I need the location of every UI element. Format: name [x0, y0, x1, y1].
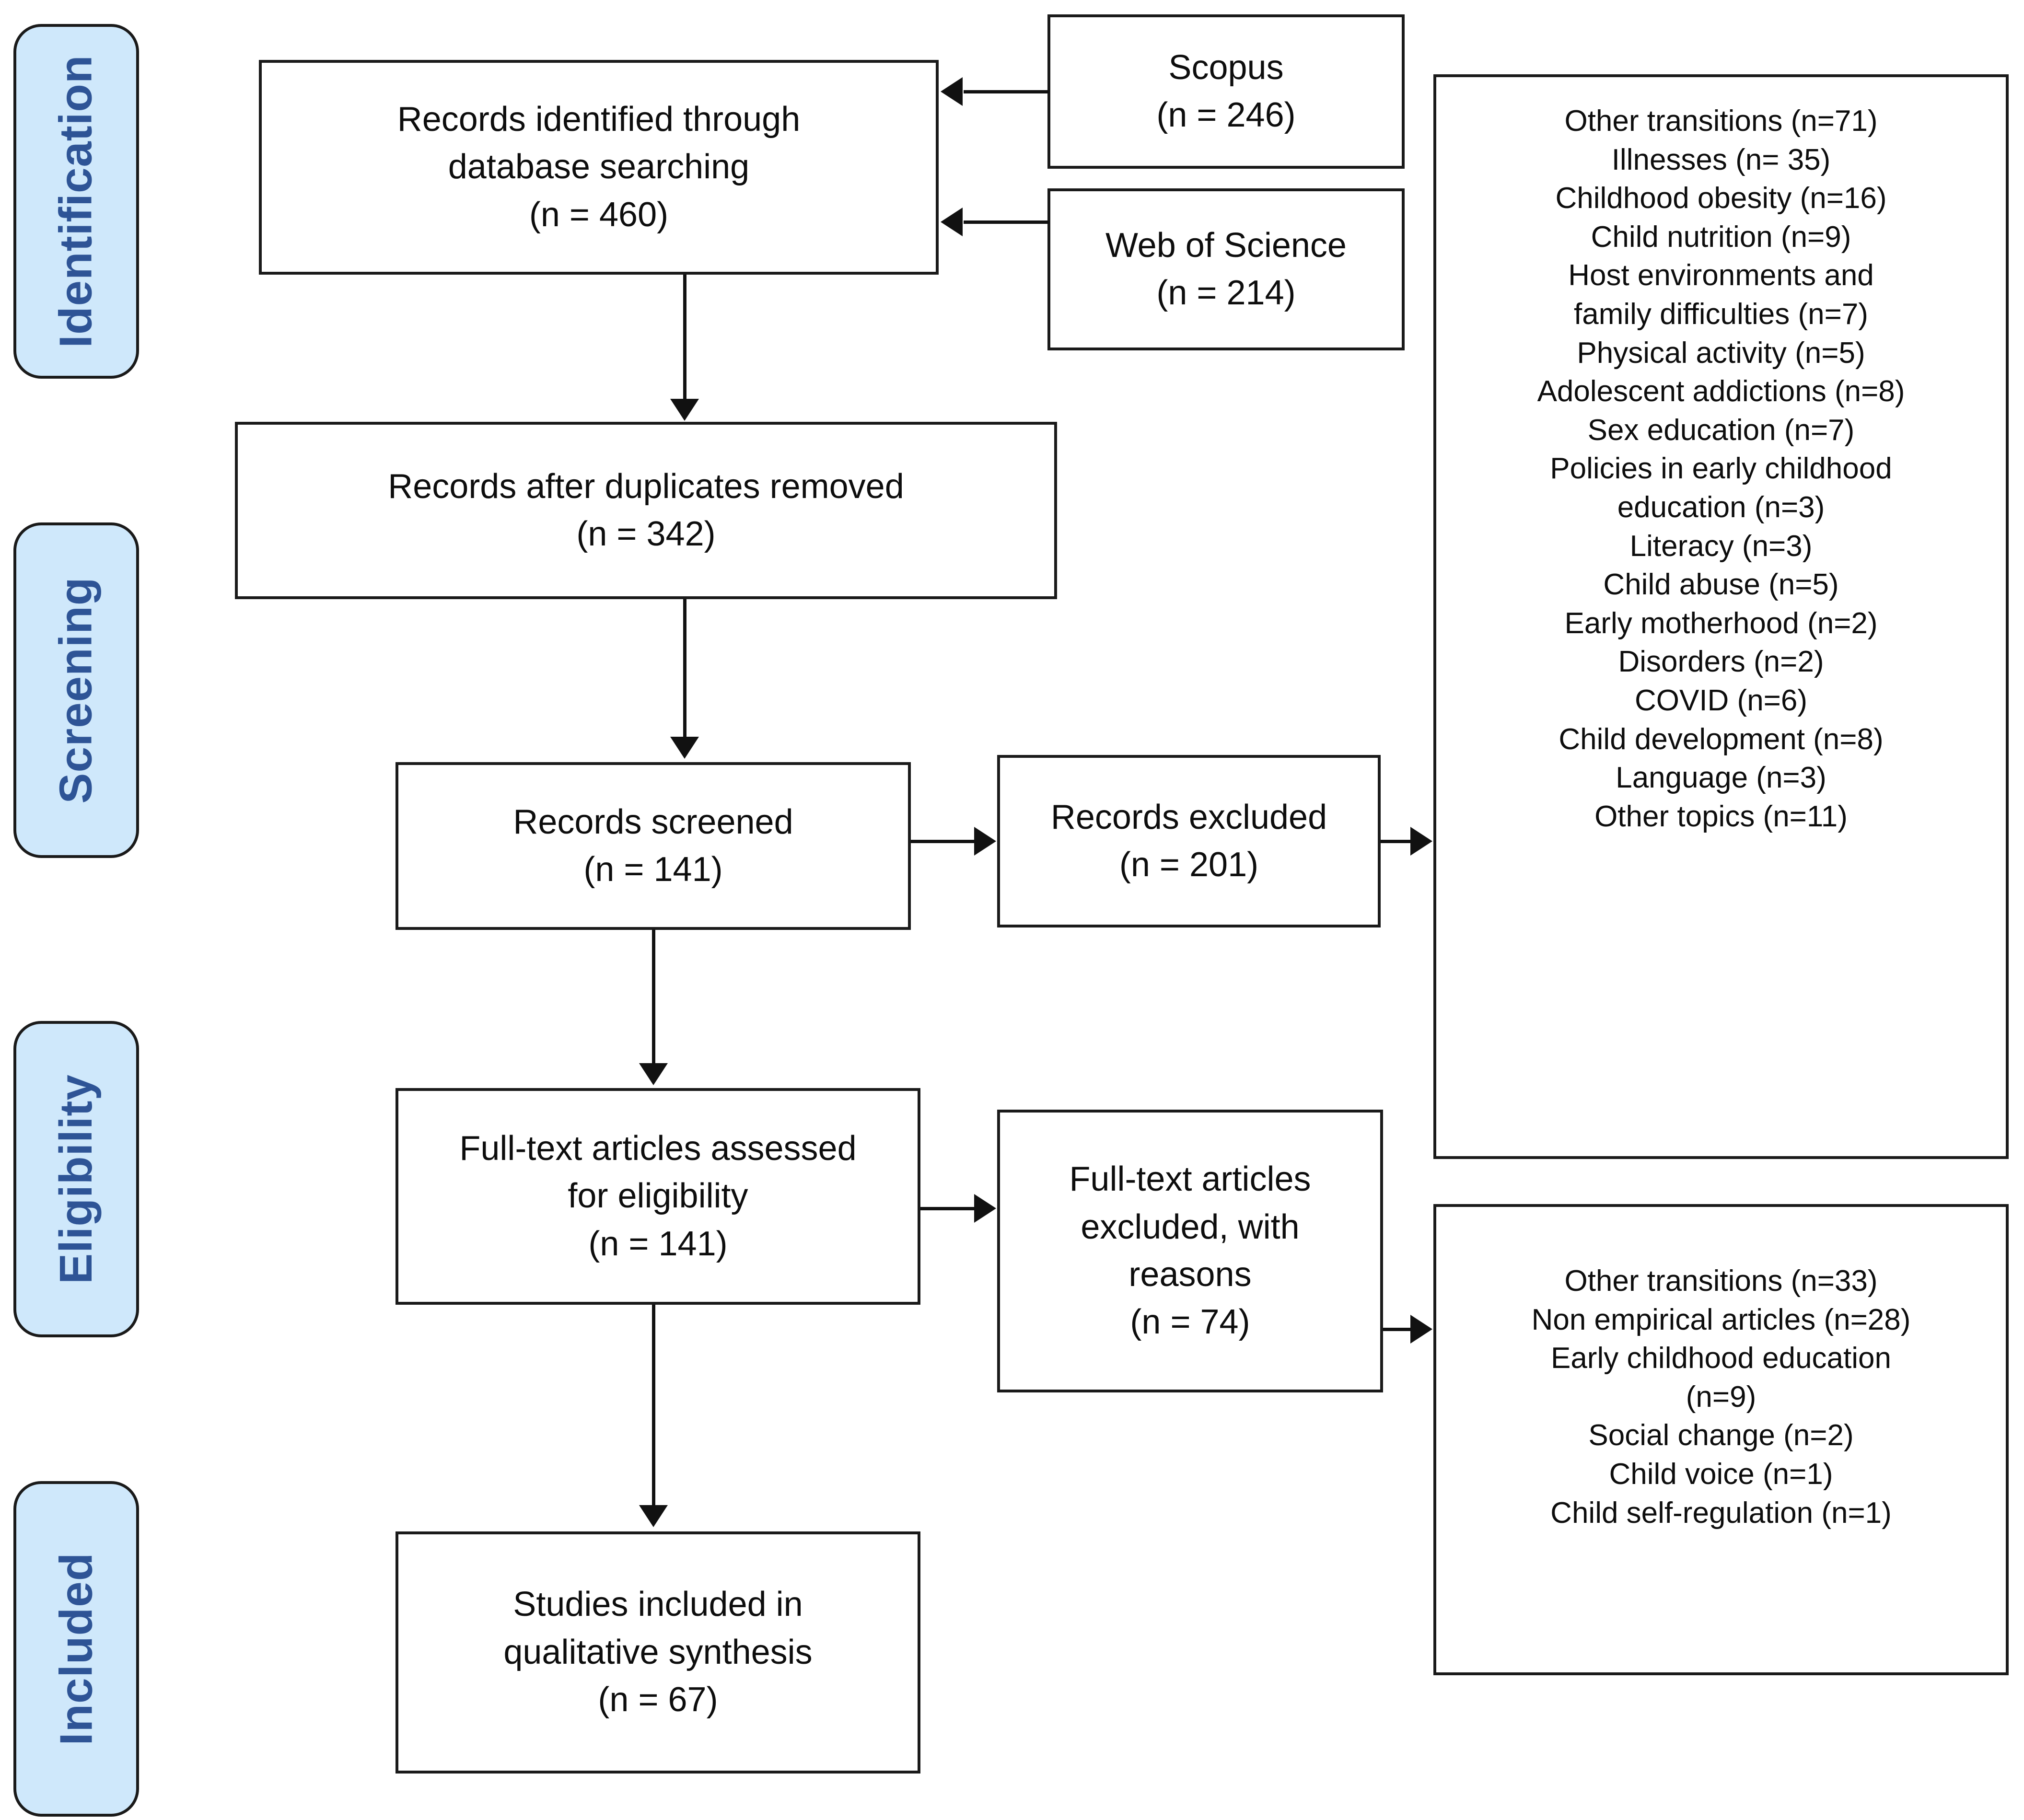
box-scopus-text: Scopus (n = 246): [1156, 48, 1296, 134]
box-fulltext-excluded: Full-text articles excluded, with reason…: [997, 1110, 1383, 1392]
arrowhead-screened-to-fulltext: [639, 1063, 668, 1085]
box-studies-included-text: Studies included in qualitative synthesi…: [503, 1585, 813, 1719]
stage-label-eligibility: Eligibility: [50, 1074, 102, 1284]
stage-pill-identification: Identification: [13, 24, 139, 379]
reason-item: Disorders (n=2): [1618, 645, 1824, 679]
arrowhead-identified-to-duplicates: [670, 399, 699, 421]
reason-item: Child abuse (n=5): [1603, 568, 1839, 602]
arrowhead-assessed-to-fulltext-excluded: [974, 1194, 996, 1223]
reason-item: Physical activity (n=5): [1577, 336, 1865, 370]
reason-item: Language (n=3): [1616, 761, 1826, 795]
box-fulltext-assessed-text: Full-text articles assessed for eligibil…: [459, 1129, 857, 1263]
reason-item: Social change (n=2): [1588, 1419, 1854, 1452]
connector-excluded-to-reasons: [1381, 840, 1411, 843]
connector-identified-to-duplicates: [683, 275, 686, 400]
reason-item: Literacy (n=3): [1629, 529, 1813, 563]
arrowhead-excluded-to-reasons: [1410, 827, 1432, 856]
box-studies-included: Studies included in qualitative synthesi…: [395, 1531, 920, 1774]
stage-label-screening: Screening: [50, 577, 102, 804]
box-screening-exclusion-reasons: Other transitions (n=71) Illnesses (n= 3…: [1433, 74, 2009, 1159]
arrowhead-screened-to-excluded: [974, 827, 996, 856]
reason-item: Adolescent addictions (n=8): [1537, 375, 1905, 408]
reason-item: Host environments and family difficultie…: [1568, 259, 1874, 331]
reason-item: Child development (n=8): [1559, 722, 1884, 756]
reason-item: Childhood obesity (n=16): [1555, 182, 1887, 215]
arrowhead-wos-to-identified: [941, 208, 963, 236]
stage-label-identification: Identification: [50, 55, 102, 348]
stage-label-included: Included: [50, 1552, 102, 1746]
reason-item: Policies in early childhood education (n…: [1550, 452, 1892, 524]
arrowhead-scopus-to-identified: [941, 77, 963, 106]
box-web-of-science-text: Web of Science (n = 214): [1105, 226, 1347, 312]
connector-fulltext-excluded-to-reasons: [1383, 1328, 1412, 1331]
reason-item: Child self-regulation (n=1): [1550, 1496, 1892, 1530]
box-eligibility-exclusion-reasons: Other transitions (n=33) Non empirical a…: [1433, 1204, 2009, 1675]
box-records-screened-text: Records screened (n = 141): [513, 802, 793, 889]
reason-item: Early motherhood (n=2): [1564, 606, 1878, 640]
box-records-excluded-text: Records excluded (n = 201): [1050, 798, 1327, 884]
stage-pill-screening: Screening: [13, 522, 139, 858]
box-fulltext-excluded-text: Full-text articles excluded, with reason…: [1069, 1160, 1311, 1342]
box-duplicates-removed-text: Records after duplicates removed (n = 34…: [388, 467, 904, 553]
stage-pill-eligibility: Eligibility: [13, 1021, 139, 1337]
box-duplicates-removed: Records after duplicates removed (n = 34…: [235, 422, 1057, 599]
connector-duplicates-to-screened: [683, 599, 686, 738]
stage-pill-included: Included: [13, 1481, 139, 1817]
arrowhead-assessed-to-included: [639, 1505, 668, 1527]
reason-item: COVID (n=6): [1634, 684, 1808, 717]
box-records-identified: Records identified through database sear…: [259, 60, 939, 275]
arrowhead-fulltext-excluded-to-reasons: [1410, 1315, 1432, 1344]
connector-screened-to-excluded: [911, 840, 975, 843]
reason-item: Other transitions (n=71): [1564, 104, 1878, 138]
screening-exclusion-reasons-list: Other transitions (n=71) Illnesses (n= 3…: [1425, 102, 2017, 836]
connector-scopus-to-identified: [964, 90, 1049, 93]
connector-screened-to-fulltext: [652, 930, 655, 1064]
reason-item: Other topics (n=11): [1594, 800, 1848, 833]
reason-item: Sex education (n=7): [1587, 413, 1855, 447]
arrowhead-duplicates-to-screened: [670, 737, 699, 759]
connector-wos-to-identified: [964, 220, 1049, 224]
reason-item: Child voice (n=1): [1609, 1457, 1833, 1491]
reason-item: Illnesses (n= 35): [1611, 143, 1831, 176]
connector-assessed-to-included: [652, 1305, 655, 1506]
box-scopus: Scopus (n = 246): [1047, 14, 1405, 169]
box-records-identified-text: Records identified through database sear…: [397, 100, 801, 234]
reason-item: Child nutrition (n=9): [1591, 220, 1851, 254]
reason-item: Other transitions (n=33): [1564, 1264, 1878, 1298]
box-records-screened: Records screened (n = 141): [395, 762, 911, 930]
box-fulltext-assessed: Full-text articles assessed for eligibil…: [395, 1088, 920, 1305]
connector-assessed-to-fulltext-excluded: [920, 1207, 975, 1210]
box-web-of-science: Web of Science (n = 214): [1047, 188, 1405, 350]
eligibility-exclusion-reasons-list: Other transitions (n=33) Non empirical a…: [1425, 1262, 2017, 1532]
box-records-excluded: Records excluded (n = 201): [997, 755, 1381, 927]
reason-item: Non empirical articles (n=28): [1531, 1303, 1911, 1336]
reason-item: Early childhood education (n=9): [1550, 1342, 1892, 1414]
